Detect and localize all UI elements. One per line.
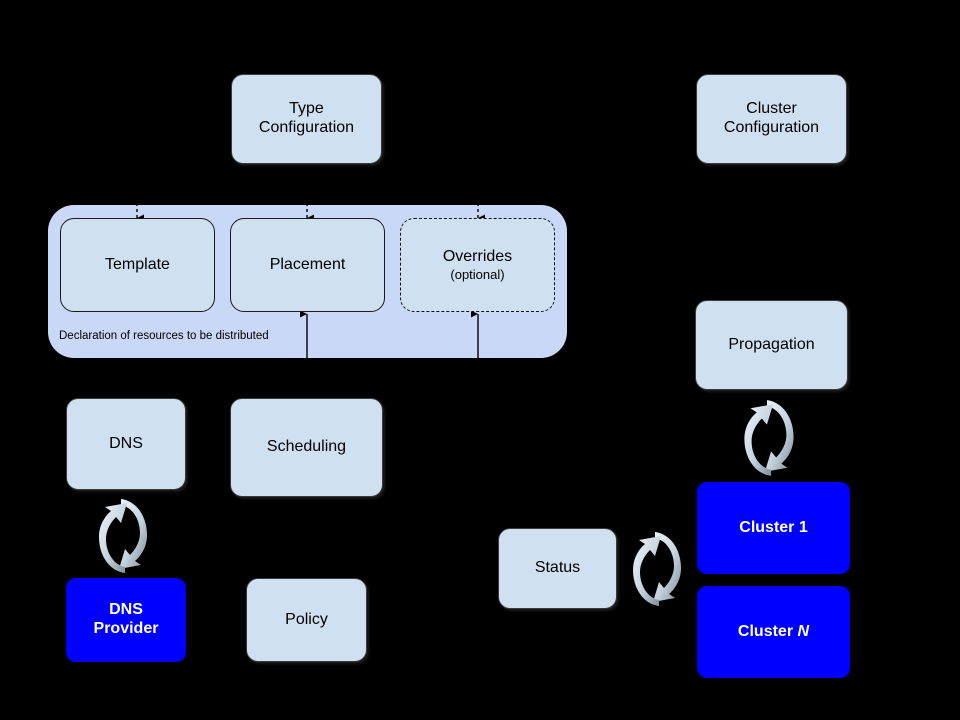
sync-arrows-icon	[744, 400, 794, 476]
node-label: Overrides	[442, 247, 513, 265]
node-label: DNS Provider	[93, 601, 159, 637]
sync-arrow-left	[633, 536, 661, 606]
node-label: Placement	[269, 255, 346, 273]
node-cluster-n[interactable]: Cluster N	[697, 586, 850, 678]
node-label: Cluster 1	[739, 518, 808, 536]
node-label: Scheduling	[266, 438, 347, 456]
sync-arrows-icon	[99, 499, 147, 573]
node-label: Type Configuration	[258, 100, 355, 136]
cluster-n-prefix: Cluster	[737, 622, 798, 640]
node-cluster-1[interactable]: Cluster 1	[697, 482, 850, 574]
node-overrides[interactable]: Overrides (optional)	[400, 218, 555, 312]
node-cluster-configuration[interactable]: Cluster Configuration	[696, 74, 847, 164]
sync-dns-to-provider	[90, 495, 156, 577]
node-policy[interactable]: Policy	[246, 578, 367, 662]
node-template[interactable]: Template	[60, 218, 215, 312]
node-label: Cluster N	[738, 623, 809, 642]
cluster-n-index: N	[797, 622, 810, 640]
sync-propagation-to-cluster	[736, 396, 802, 480]
node-label-wrap: Overrides (optional)	[443, 248, 512, 282]
node-label: Status	[534, 559, 581, 577]
node-placement[interactable]: Placement	[230, 218, 385, 312]
sync-arrow-right	[653, 532, 681, 602]
node-type-configuration[interactable]: Type Configuration	[231, 74, 382, 164]
node-sublabel: (optional)	[450, 266, 505, 282]
node-status[interactable]: Status	[498, 528, 617, 609]
group-caption: Declaration of resources to be distribut…	[59, 330, 269, 342]
node-propagation[interactable]: Propagation	[695, 300, 848, 390]
node-dns[interactable]: DNS	[66, 398, 186, 490]
sync-arrow-right	[764, 400, 794, 472]
sync-arrow-left	[744, 404, 774, 476]
sync-arrow-left	[99, 503, 127, 573]
node-dns-provider[interactable]: DNS Provider	[66, 578, 186, 662]
sync-arrows-icon	[633, 532, 681, 606]
sync-arrow-right	[119, 499, 147, 569]
node-label: Template	[105, 255, 170, 273]
sync-status-to-cluster	[625, 527, 689, 611]
node-label: Cluster Configuration	[723, 100, 820, 136]
node-label: Propagation	[728, 335, 815, 353]
node-scheduling[interactable]: Scheduling	[230, 398, 383, 497]
node-label: Policy	[285, 610, 328, 628]
node-label: DNS	[109, 434, 143, 452]
